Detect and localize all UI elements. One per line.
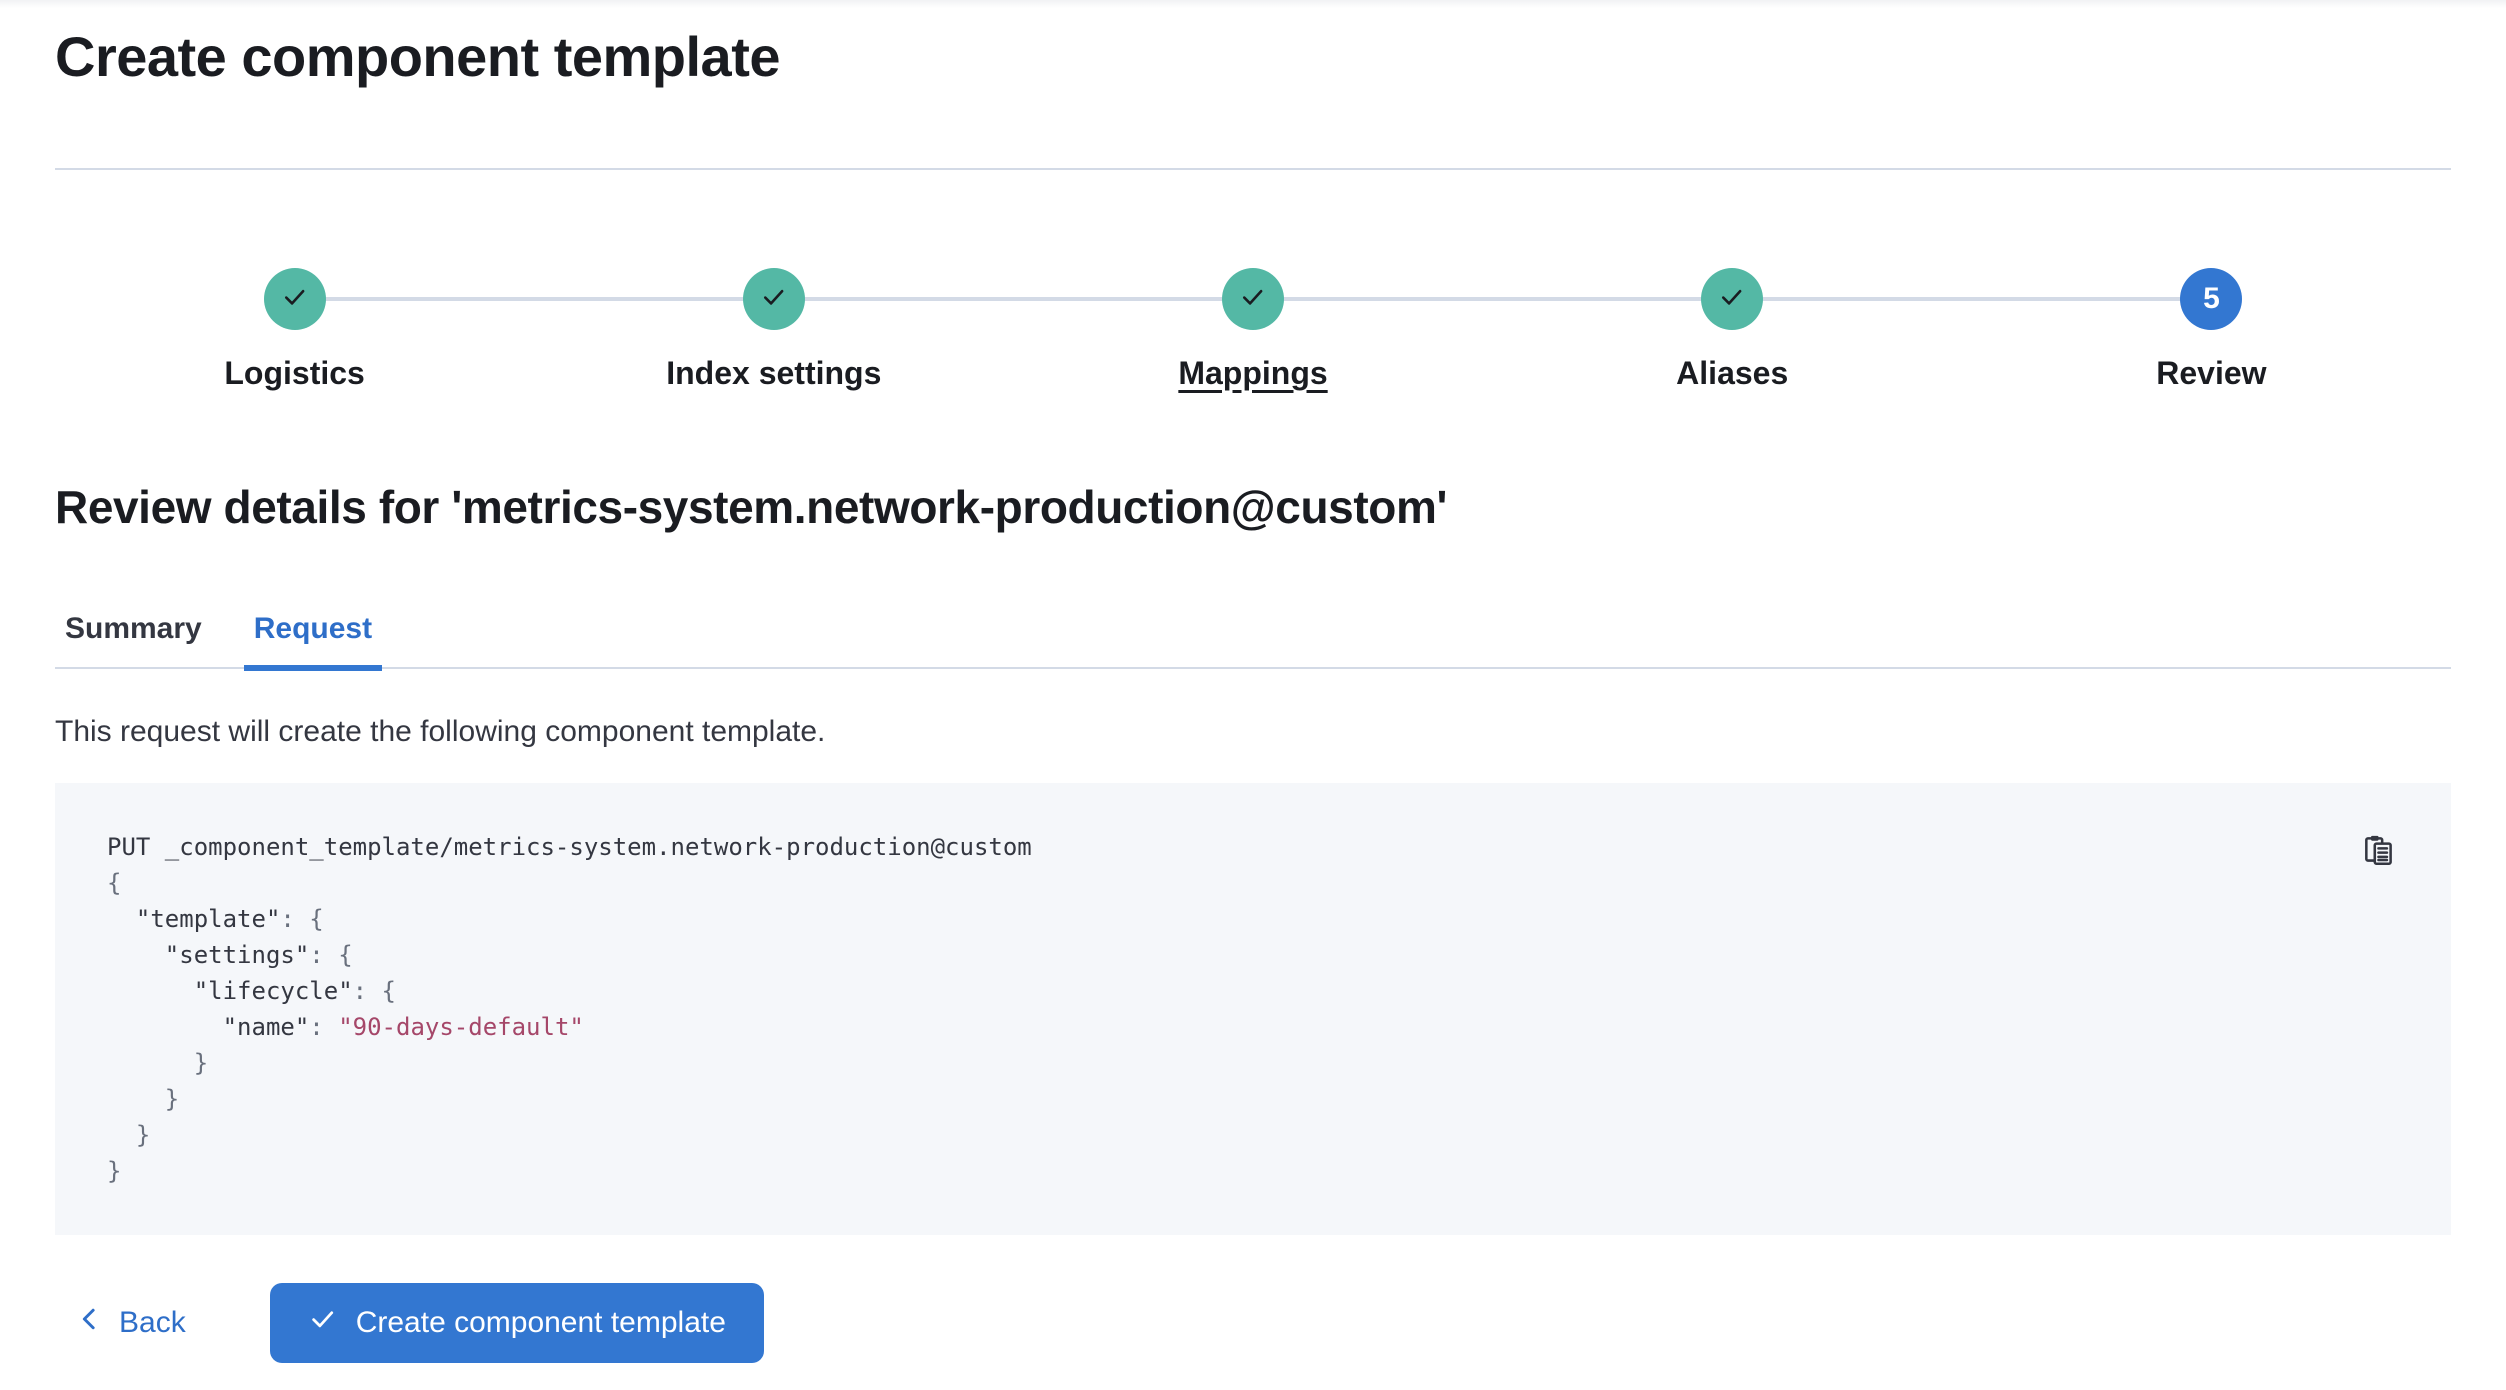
check-icon [1239, 283, 1267, 316]
step-current-circle: 5 [2180, 268, 2243, 330]
code-line: "name": "90-days-default" [222, 1013, 584, 1041]
page-title: Create component template [55, 25, 781, 88]
step-complete-circle [263, 268, 326, 330]
check-icon [281, 283, 309, 316]
back-button[interactable]: Back [55, 1283, 206, 1363]
step-label: Index settings [666, 355, 882, 391]
code-line: PUT _component_template/metrics-system.n… [107, 833, 1032, 861]
chevron-left-icon [75, 1304, 105, 1342]
step-complete-circle [1222, 268, 1284, 330]
review-tabs: Summary Request [55, 610, 2451, 671]
create-component-template-page: Create component template Logistics Index… [0, 24, 2506, 1390]
check-icon [760, 283, 788, 316]
tab-request[interactable]: Request [243, 610, 383, 671]
check-icon [308, 1304, 338, 1342]
create-button-label: Create component template [355, 1306, 726, 1339]
code-line: } [107, 1121, 151, 1149]
step-complete-circle [1701, 268, 1764, 330]
step-number: 5 [2203, 282, 2220, 315]
step-aliases[interactable]: Aliases [1493, 268, 1972, 392]
request-description: This request will create the following c… [55, 715, 826, 748]
code-line: } [107, 1085, 180, 1113]
code-line: { [107, 869, 122, 897]
step-logistics[interactable]: Logistics [55, 268, 534, 392]
tab-request-label: Request [253, 612, 373, 645]
tab-summary[interactable]: Summary [55, 610, 212, 667]
copy-button[interactable] [2357, 829, 2401, 873]
review-heading: Review details for 'metrics-system.netwo… [55, 481, 1447, 533]
step-label: Review [2156, 355, 2267, 391]
step-label: Aliases [1676, 355, 1789, 391]
step-label: Logistics [224, 355, 365, 391]
check-icon [1718, 283, 1746, 316]
request-code-block: PUT _component_template/metrics-system.n… [55, 783, 2451, 1235]
code-line: } [107, 1049, 209, 1077]
step-index-settings[interactable]: Index settings [534, 268, 1013, 392]
title-divider [55, 168, 2451, 170]
code-line: "lifecycle": { [193, 977, 397, 1005]
step-complete-circle [742, 268, 805, 330]
step-mappings[interactable]: Mappings [1013, 268, 1492, 392]
create-component-template-button[interactable]: Create component template [269, 1283, 764, 1363]
back-button-label: Back [119, 1306, 186, 1339]
code-line: } [107, 1157, 122, 1185]
step-label: Mappings [1178, 355, 1328, 391]
code-line: "settings": { [164, 941, 353, 969]
tab-summary-label: Summary [65, 612, 202, 645]
footer-actions: Back Create component template [55, 1283, 2451, 1363]
code-line: "template": { [135, 905, 324, 933]
page-top-shade [0, 0, 2506, 8]
request-code: PUT _component_template/metrics-system.n… [107, 829, 2399, 1189]
copy-clipboard-icon [2360, 831, 2398, 872]
